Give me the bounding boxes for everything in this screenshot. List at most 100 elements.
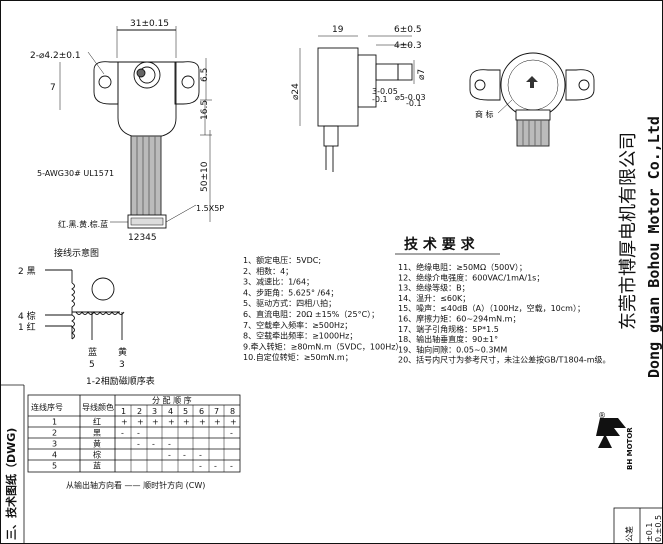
wiring-label-2: 2 黑 xyxy=(18,266,36,277)
wiring-diagram xyxy=(45,269,125,340)
rear-view xyxy=(469,52,595,147)
registered-mark: ® xyxy=(598,411,606,420)
seq-row-color: 黑 xyxy=(93,429,101,438)
tolerance-value-2: 0.±0.5 xyxy=(654,515,663,542)
requirement-item: 8、空载牵出频率：≥1000Hz； xyxy=(243,331,357,341)
dim-side-3: 3-0.05 xyxy=(372,87,398,96)
company-name-cn: 东莞市博厚电机有限公司 xyxy=(618,132,639,330)
company-name-en: Dong guan Bohou Motor Co.,Ltd xyxy=(645,116,663,378)
seq-mark: + xyxy=(199,418,206,427)
requirement-item: 6、直流电阻：20Ω ±15%（25°C）； xyxy=(243,309,379,319)
seq-row-number: 1 xyxy=(52,418,57,427)
front-view xyxy=(59,26,212,229)
seq-step: 5 xyxy=(183,407,188,416)
requirements-right: 11、绝缘电阻：≥50MΩ（500V）；12、绝缘介电强度：600VAC/1mA… xyxy=(398,262,611,365)
seq-row-number: 3 xyxy=(52,440,57,449)
wire-colors: 红.黑.黄.棕.蓝 xyxy=(58,219,108,229)
seq-mark: - xyxy=(137,429,140,438)
requirement-item: 7、空载牵入频率：≥500Hz； xyxy=(243,320,352,330)
seq-mark: + xyxy=(168,418,175,427)
seq-row-color: 棕 xyxy=(93,450,101,460)
seq-row-color: 蓝 xyxy=(93,461,101,471)
seq-step: 3 xyxy=(152,407,157,416)
seq-step-headers: 1 2 3 4 5 6 7 8 xyxy=(121,407,235,416)
tolerance-value-1: ±0.1 xyxy=(645,523,654,542)
company-name-en-wrap: Dong guan Bohou Motor Co.,Ltd xyxy=(645,116,663,378)
requirement-item: 4、步距角：5.625° /64； xyxy=(243,287,338,297)
dim-side-19: 19 xyxy=(332,25,344,35)
requirement-item: 14、温升：≤60K； xyxy=(398,294,470,303)
tolerance-label: 公差 xyxy=(624,526,634,542)
wiring-label-4: 4 棕 xyxy=(18,310,36,322)
seq-row-number: 5 xyxy=(52,462,57,471)
seq-mark: - xyxy=(137,440,140,449)
seq-mark: - xyxy=(199,462,202,471)
requirement-item: 17、端子引角规格：5P*1.5 xyxy=(398,324,499,334)
logo-text: BH MOTOR xyxy=(626,427,634,470)
seq-row-number: 2 xyxy=(52,429,57,438)
dim-left-7: 7 xyxy=(50,83,56,93)
dim-hole: 2-⌀4.2±0.1 xyxy=(30,51,81,61)
seq-mark: - xyxy=(183,451,186,460)
seq-row-number: 4 xyxy=(52,451,57,460)
seq-mark: - xyxy=(168,451,171,460)
dim-pitch: 1.5X5P xyxy=(196,204,224,213)
seq-mark: + xyxy=(137,418,144,427)
dim-side-4: 4±0.3 xyxy=(394,41,422,51)
requirement-item: 2、相数：4； xyxy=(243,266,293,276)
seq-step: 8 xyxy=(230,407,235,416)
dim-width-top: 31±0.15 xyxy=(130,19,169,29)
dim-side-6: 6±0.5 xyxy=(394,25,422,35)
rotation-direction: 从输出轴方向看 —— 顺时针方向 (CW) xyxy=(66,480,205,490)
seq-mark: + xyxy=(121,418,128,427)
requirement-item: 12、绝缘介电强度：600VAC/1mA/1s； xyxy=(398,272,544,282)
requirement-item: 5、驱动方式：四相八拍； xyxy=(243,298,336,308)
seq-step: 7 xyxy=(214,407,219,416)
requirement-item: 20、括号内尺寸为参考尺寸，未注公差按GB/T1804-m级。 xyxy=(398,355,611,365)
pin-numbers: 12345 xyxy=(128,233,157,243)
seq-mark: - xyxy=(230,462,233,471)
seq-mark: - xyxy=(121,429,124,438)
seq-mark: - xyxy=(230,429,233,438)
requirement-item: 13、绝缘等级：B； xyxy=(398,283,470,293)
dim-side-24: ⌀24 xyxy=(291,83,301,100)
wiring-title: 接线示意图 xyxy=(54,247,99,259)
seq-mark: + xyxy=(183,418,190,427)
seq-mark: - xyxy=(152,440,155,449)
seq-col-color: 导线颜色 xyxy=(82,402,114,412)
bh-motor-logo-mark xyxy=(596,418,626,448)
requirements-title: 技 术 要 求 xyxy=(404,236,476,253)
dim-side-5: ⌀5-0.03 xyxy=(395,93,426,102)
requirements-left: 1、额定电压：5VDC;2、相数：4；3、减速比：1/64；4、步距角：5.62… xyxy=(243,255,403,362)
dim-side-7: ⌀7 xyxy=(417,69,427,80)
seq-step: 2 xyxy=(137,407,142,416)
wire-blue-num: 5 xyxy=(89,360,95,370)
wiring-label-1: 1 红 xyxy=(18,321,36,333)
dim-length-50: 50±10 xyxy=(200,161,210,192)
seq-mark: + xyxy=(214,418,221,427)
seq-mark: + xyxy=(230,418,237,427)
tolerance-box xyxy=(613,507,663,544)
requirement-item: 9.牵入转矩：≥80mN.m（5VDC，100Hz） xyxy=(243,341,403,351)
seq-step: 4 xyxy=(168,407,173,416)
dim-side-3-tol: -0.1 xyxy=(372,95,388,104)
seq-mark: - xyxy=(199,451,202,460)
seq-row-color: 黄 xyxy=(93,439,101,449)
seq-mark: + xyxy=(152,418,159,427)
side-view xyxy=(299,35,415,172)
wire-spec: 5-AWG30# UL1571 xyxy=(37,169,114,178)
trademark-label: 商 标 xyxy=(475,109,494,119)
seq-row-color: 红 xyxy=(93,417,101,427)
requirement-item: 16、摩擦力矩：60~294mN.m； xyxy=(398,314,520,324)
seq-step: 6 xyxy=(199,407,204,416)
dim-right-6-5: 6.5 xyxy=(200,68,210,82)
wire-yellow-num: 3 xyxy=(119,360,125,370)
sequence-table-caption: 1-2相励磁顺序表 xyxy=(86,375,155,387)
bh-motor-logo: ® BH MOTOR xyxy=(596,411,634,470)
requirement-item: 11、绝缘电阻：≥50MΩ（500V）； xyxy=(398,262,527,272)
requirement-item: 10.自定位转矩：≥50mN.m； xyxy=(243,352,353,362)
dim-right-16-5: 16.5 xyxy=(200,100,210,120)
requirement-item: 3、减速比：1/64； xyxy=(243,277,314,287)
